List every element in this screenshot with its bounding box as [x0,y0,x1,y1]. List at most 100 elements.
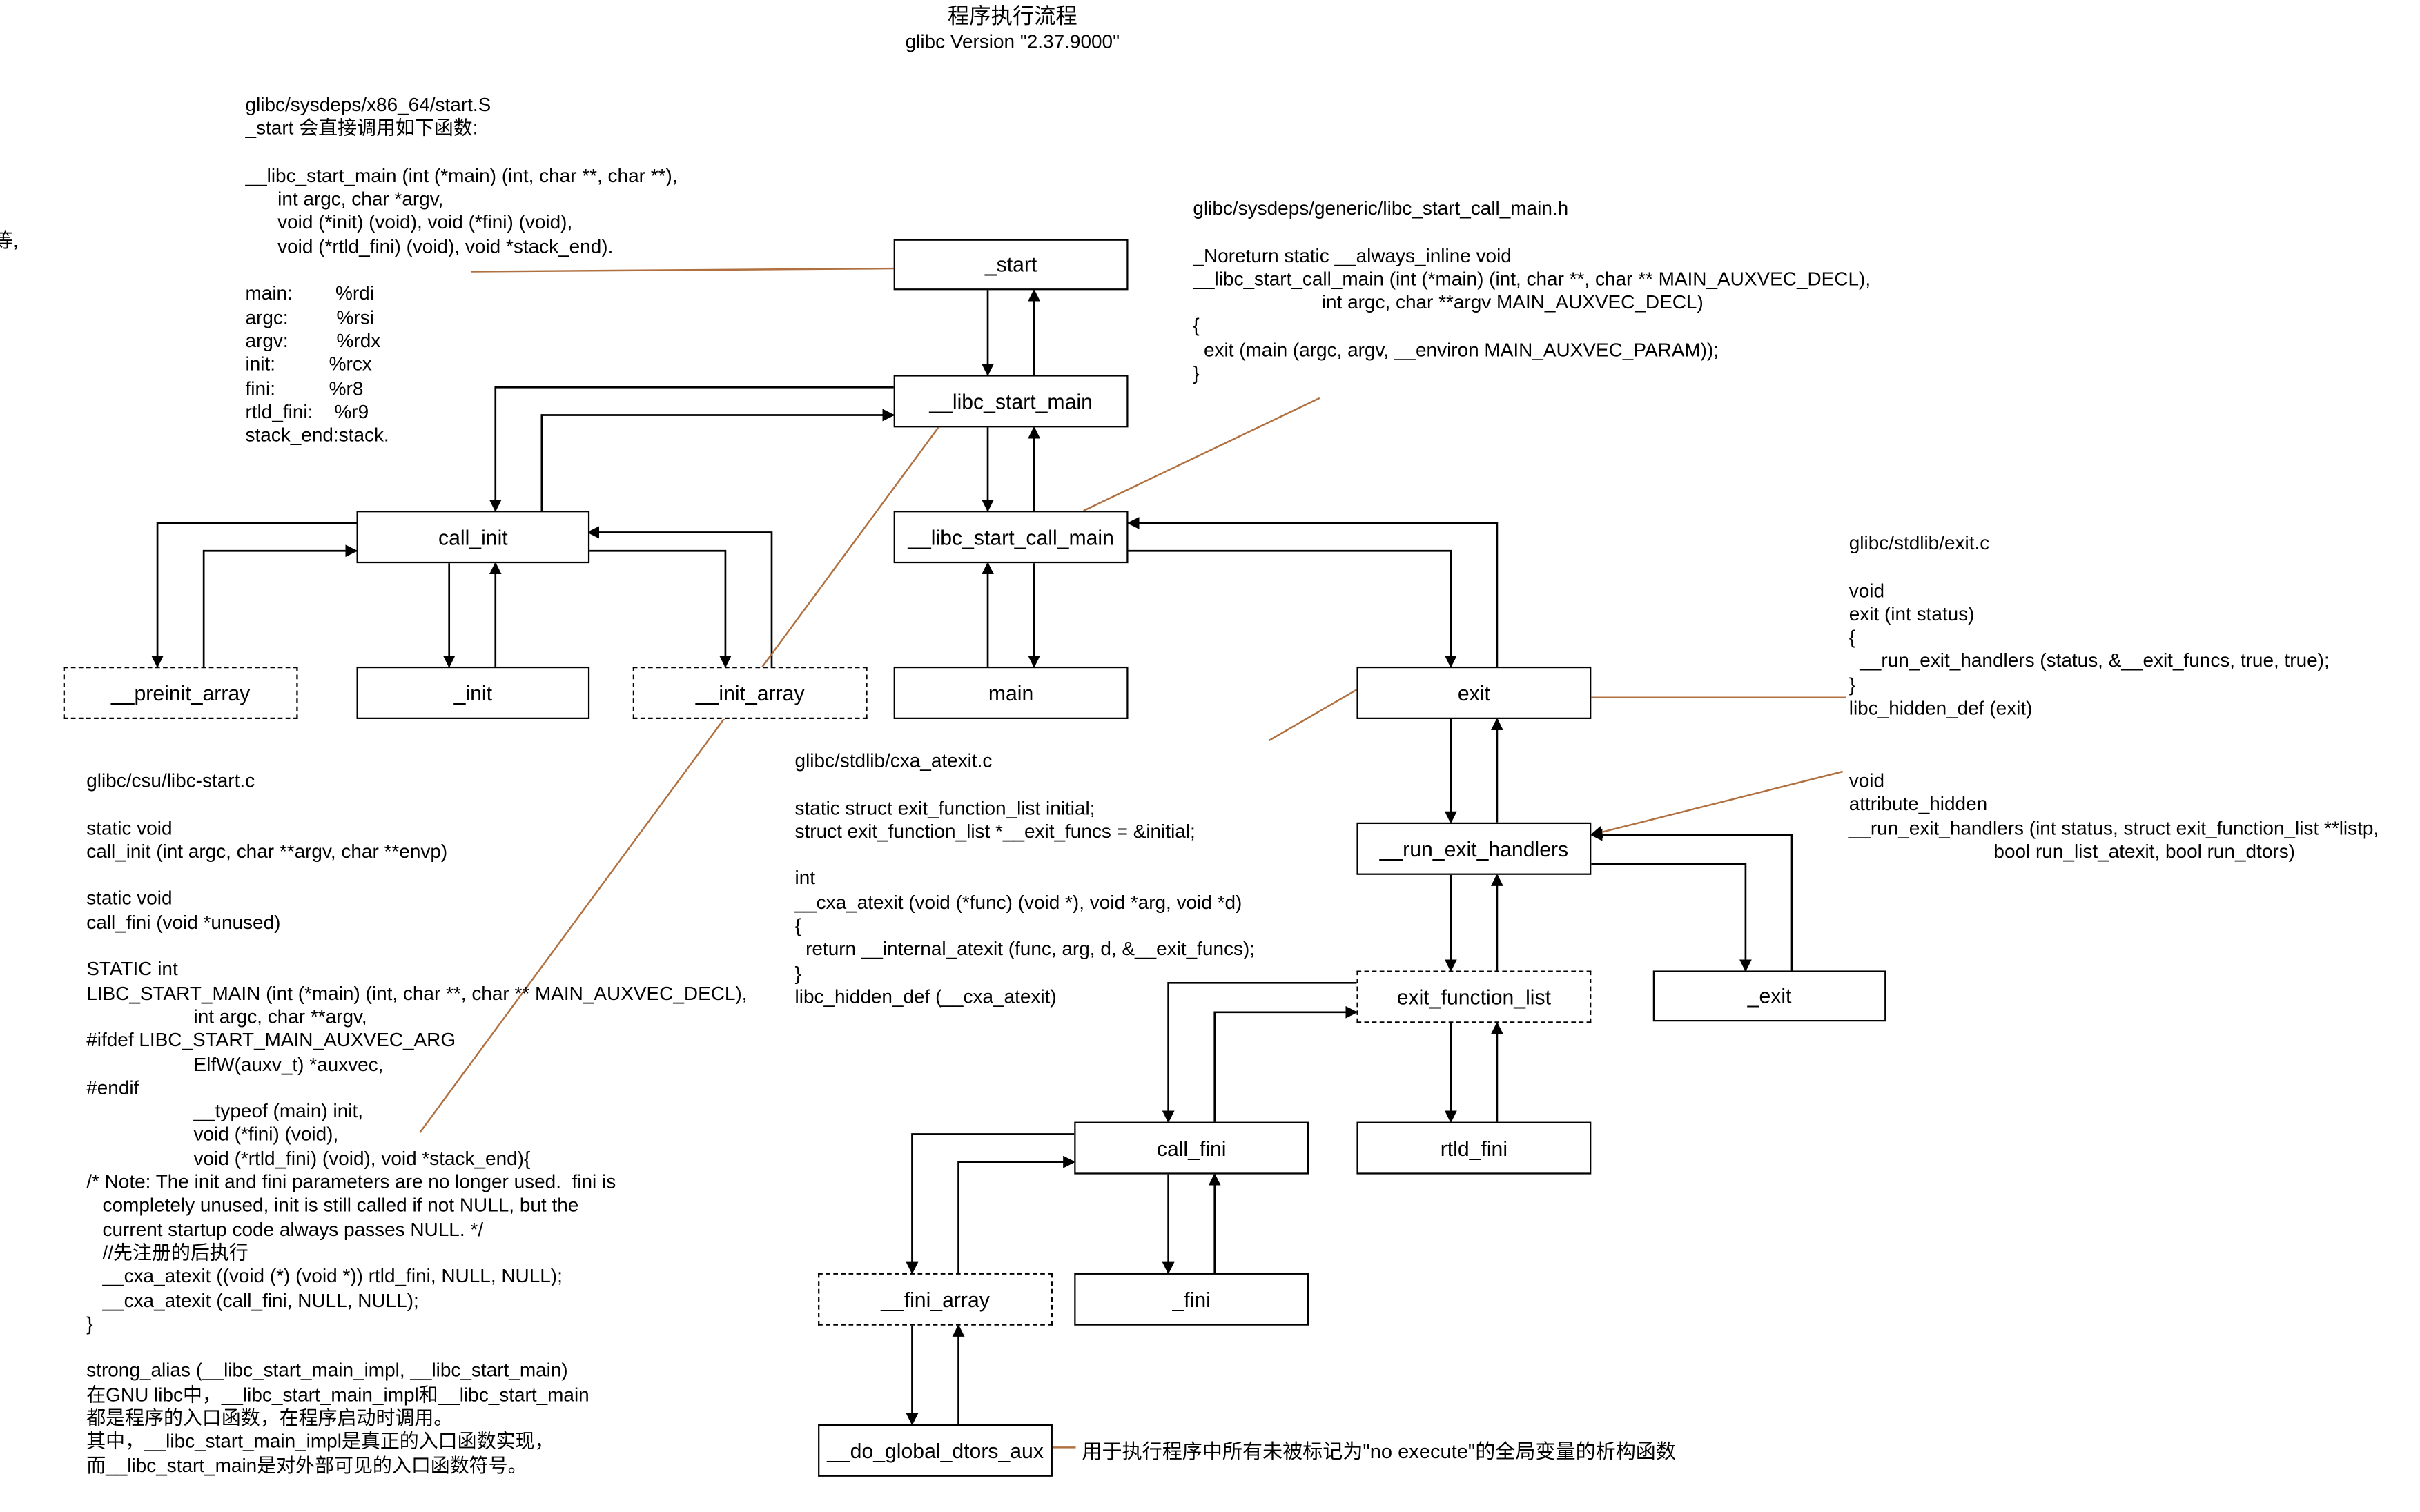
connector-run-exit-handlers-note [1590,770,1844,838]
note-line: } [86,1313,93,1335]
note-line: glibc/sysdeps/generic/libc_start_call_ma… [1193,197,1569,219]
node-exit-syscall: _exit [1652,970,1886,1022]
node-exit-function-list: exit_function_list [1356,970,1592,1023]
note-line: __run_exit_handlers (int status, struct … [1848,817,2379,839]
note-line: __run_exit_handlers (status, &__exit_fun… [1848,650,2330,672]
note-line: 而__libc_start_main是对外部可见的入口函数符号。 [86,1454,527,1476]
node-do-global-dtors-aux: __do_global_dtors_aux [818,1424,1053,1477]
note-start-s: glibc/sysdeps/x86_64/start.S_start 会直接调用… [246,94,678,448]
note-line: completely unused, init is still called … [86,1195,579,1217]
note-line [86,935,747,959]
note-line: glibc/csu/libc-start.c [86,769,255,792]
node-libc-start-call-main: __libc_start_call_main [893,511,1129,564]
note-line [795,845,1256,868]
note-line: bool run_list_atexit, bool run_dtors) [1848,841,2296,863]
note-line: 都是程序的入口函数，在程序启动时调用。 [86,1407,453,1429]
note-line: static struct exit_function_list initial… [794,797,1095,819]
note-dtors-description: 用于执行程序中所有未被标记为"no execute"的全局变量的析构函数 [1082,1440,1676,1463]
note-line: int [794,867,816,890]
note-line: void (*rtld_fini) (void), void *stack_en… [86,1148,531,1170]
note-line: int argc, char **argv, [86,1005,367,1028]
note-line: /* Note: The init and fini parameters ar… [86,1171,616,1193]
node-call-init: call_init [356,511,590,564]
note-line: 在GNU libc中，__libc_start_main_impl和__libc… [86,1384,589,1406]
note-line: glibc/sysdeps/x86_64/start.S [245,94,491,116]
note-line: fini: %r8 [245,377,364,400]
note-line: STATIC int [86,959,178,981]
note-line: void [1848,579,1885,602]
note-line: static void [86,887,173,910]
note-line [86,794,747,817]
note-line: argc: %rsi [245,306,374,328]
note-line: //先注册的后执行 [86,1241,248,1264]
note-line: rtld_fini: %r9 [245,401,369,423]
arrow-libc-start-main-to-call-init [489,386,894,512]
call-arrows [151,288,1793,1426]
note-line: exit (main (argc, argv, __environ MAIN_A… [1193,339,1719,361]
connector-libc-start-c-note [419,426,939,1133]
note-line [246,259,678,283]
arrow-call-init-to-libc-start-main [540,409,895,511]
note-line: argv: %rdx [245,330,381,352]
diagram-title: 程序执行流程 [947,3,1077,28]
connector-cxa-atexit-note [1268,689,1358,742]
note-line [1849,556,2330,580]
connector-call-main-h-note [1083,397,1320,512]
note-line: ElfW(auxv_t) *auxvec, [86,1053,384,1075]
note-line: void [1848,769,1885,792]
note-line: strong_alias (__libc_start_main_impl, __… [86,1359,568,1382]
clipped-text-fragment: 等, [0,230,19,252]
note-line [795,774,1256,797]
note-line: struct exit_function_list *__exit_funcs … [794,821,1196,843]
arrow-fini-array-to-call-fini [957,1155,1076,1273]
note-line: int argc, char *argv, [245,188,444,210]
note-line: current startup code always passes NULL.… [86,1218,484,1240]
arrow-init-array-to-call-init [587,526,773,667]
note-line: return __internal_atexit (func, arg, d, … [794,939,1256,961]
note-line: _start 会直接调用如下函数: [245,117,478,139]
note-line: call_fini (void *unused) [86,911,281,934]
arrow-call-main-to-exit [1128,549,1457,668]
node-fini: _fini [1074,1273,1309,1326]
annotation-connectors [419,267,1846,1449]
arrow-call-fini-to-list [1213,1005,1358,1122]
note-line: init: %rcx [245,353,372,375]
note-line: LIBC_START_MAIN (int (*main) (int, char … [86,982,748,1004]
note-line [246,141,678,165]
note-line: } [794,962,801,984]
note-line: } [1848,674,1856,696]
node-fini-array: __fini_array [818,1273,1053,1326]
node-exit: exit [1356,666,1592,719]
note-line: attribute_hidden [1848,793,1988,816]
note-line: libc_hidden_def (__cxa_atexit) [794,985,1057,1008]
note-line [86,865,747,888]
note-line: void (*init) (void), void (*fini) (void)… [245,212,573,234]
arrow-preinit-array-to-call-init [202,544,358,667]
note-line [86,1337,747,1360]
note-line: #endif [86,1077,139,1099]
note-line: glibc/stdlib/cxa_atexit.c [794,749,993,772]
arrow-exit-syscall-to-run-exit-handlers [1590,828,1793,971]
arrow-call-init-to-preinit-array [151,522,357,668]
node-main: main [893,666,1129,719]
node-call-fini: call_fini [1074,1121,1309,1175]
note-line: { [1193,315,1200,337]
note-line: call_init (int argc, char **argv, char *… [86,841,448,863]
note-line: void (*rtld_fini) (void), void *stack_en… [245,235,614,257]
note-line: __cxa_atexit ((void (*) (void *)) rtld_f… [86,1266,563,1288]
note-line: } [1193,362,1200,384]
note-line: __typeof (main) init, [86,1100,363,1122]
note-line: #ifdef LIBC_START_MAIN_AUXVEC_ARG [86,1030,456,1052]
note-line: static void [86,817,173,839]
node-rtld-fini: rtld_fini [1356,1121,1592,1175]
note-line: { [794,915,801,937]
node-init: _init [356,666,590,719]
arrow-run-exit-handlers-to-exit-syscall [1591,863,1752,972]
note-line: _Noreturn static __always_inline void [1193,244,1512,266]
